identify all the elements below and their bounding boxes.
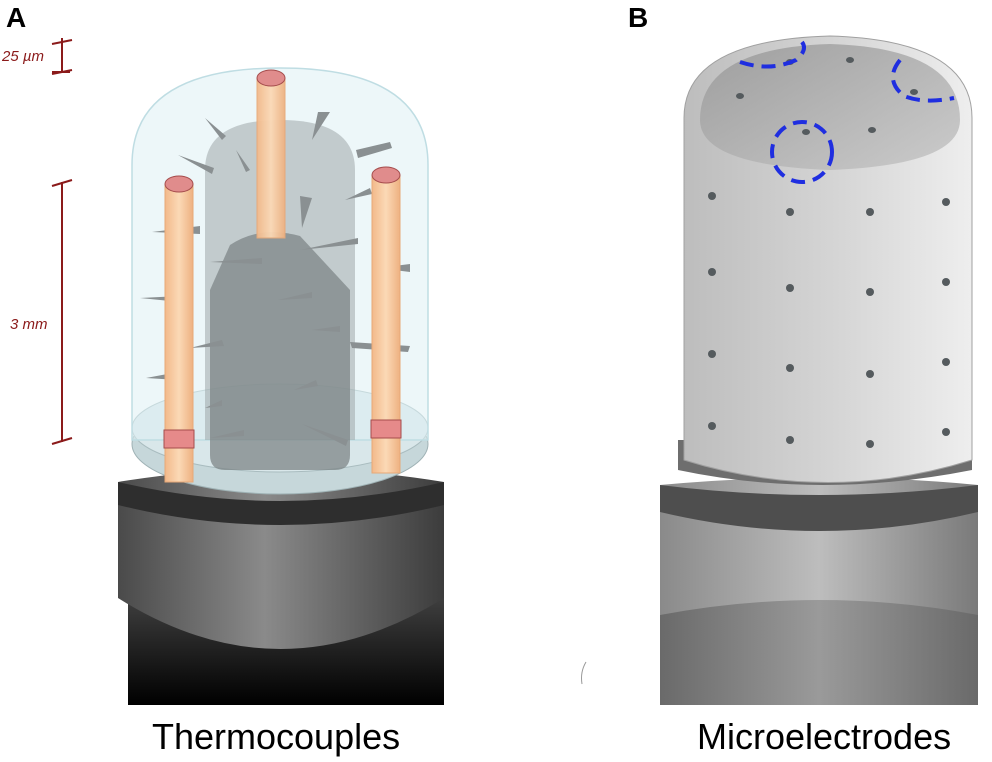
scale-bar-25um [51, 38, 73, 75]
caption-microelectrodes: Microelectrodes [697, 716, 952, 757]
scale-label-3mm: 3 mm [10, 316, 48, 333]
scale-bar-3mm [51, 179, 73, 445]
thermocouple-right [370, 166, 402, 474]
panel-a-label: A [6, 2, 27, 33]
highlight-circles [739, 40, 955, 184]
electrode-sites [708, 57, 950, 448]
panel-b-label: B [628, 2, 649, 33]
caption-thermocouples: Thermocouples [152, 716, 401, 757]
central-block [210, 232, 350, 470]
panel-a-drawing [118, 67, 444, 705]
thermocouple-left [163, 175, 195, 483]
highlight-circle-center [770, 120, 834, 184]
probe-cap [700, 44, 960, 170]
thermocouple-center [256, 69, 286, 239]
highlight-circle-top-right [891, 58, 955, 103]
scale-label-25um: 25 µm [2, 48, 44, 65]
highlight-circle-top-left [739, 40, 806, 69]
panel-b-drawing [581, 35, 978, 705]
